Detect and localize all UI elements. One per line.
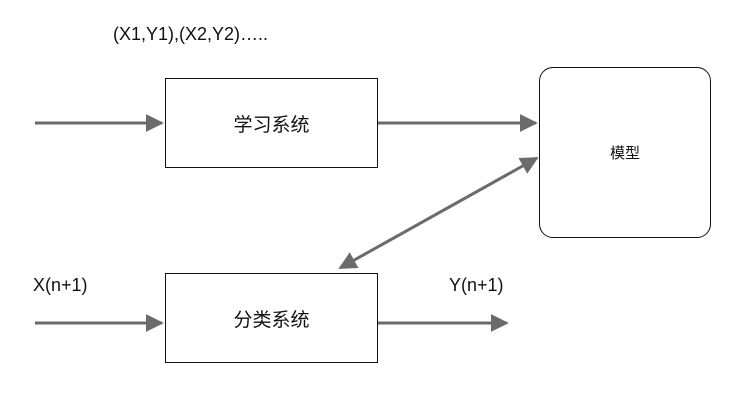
model-node: 模型 bbox=[539, 67, 711, 238]
learning-system-node: 学习系统 bbox=[165, 78, 378, 168]
learning-system-label: 学习系统 bbox=[233, 113, 310, 136]
predicted-output-label: Y(n+1) bbox=[449, 275, 504, 295]
classification-system-node: 分类系统 bbox=[165, 273, 378, 363]
new-input-label: X(n+1) bbox=[33, 275, 88, 295]
arrow-model-classification-bidirectional bbox=[338, 156, 539, 270]
training-samples-label: (X1,Y1),(X2,Y2)….. bbox=[113, 24, 269, 44]
model-label: 模型 bbox=[609, 144, 640, 162]
classification-system-label: 分类系统 bbox=[233, 308, 310, 331]
